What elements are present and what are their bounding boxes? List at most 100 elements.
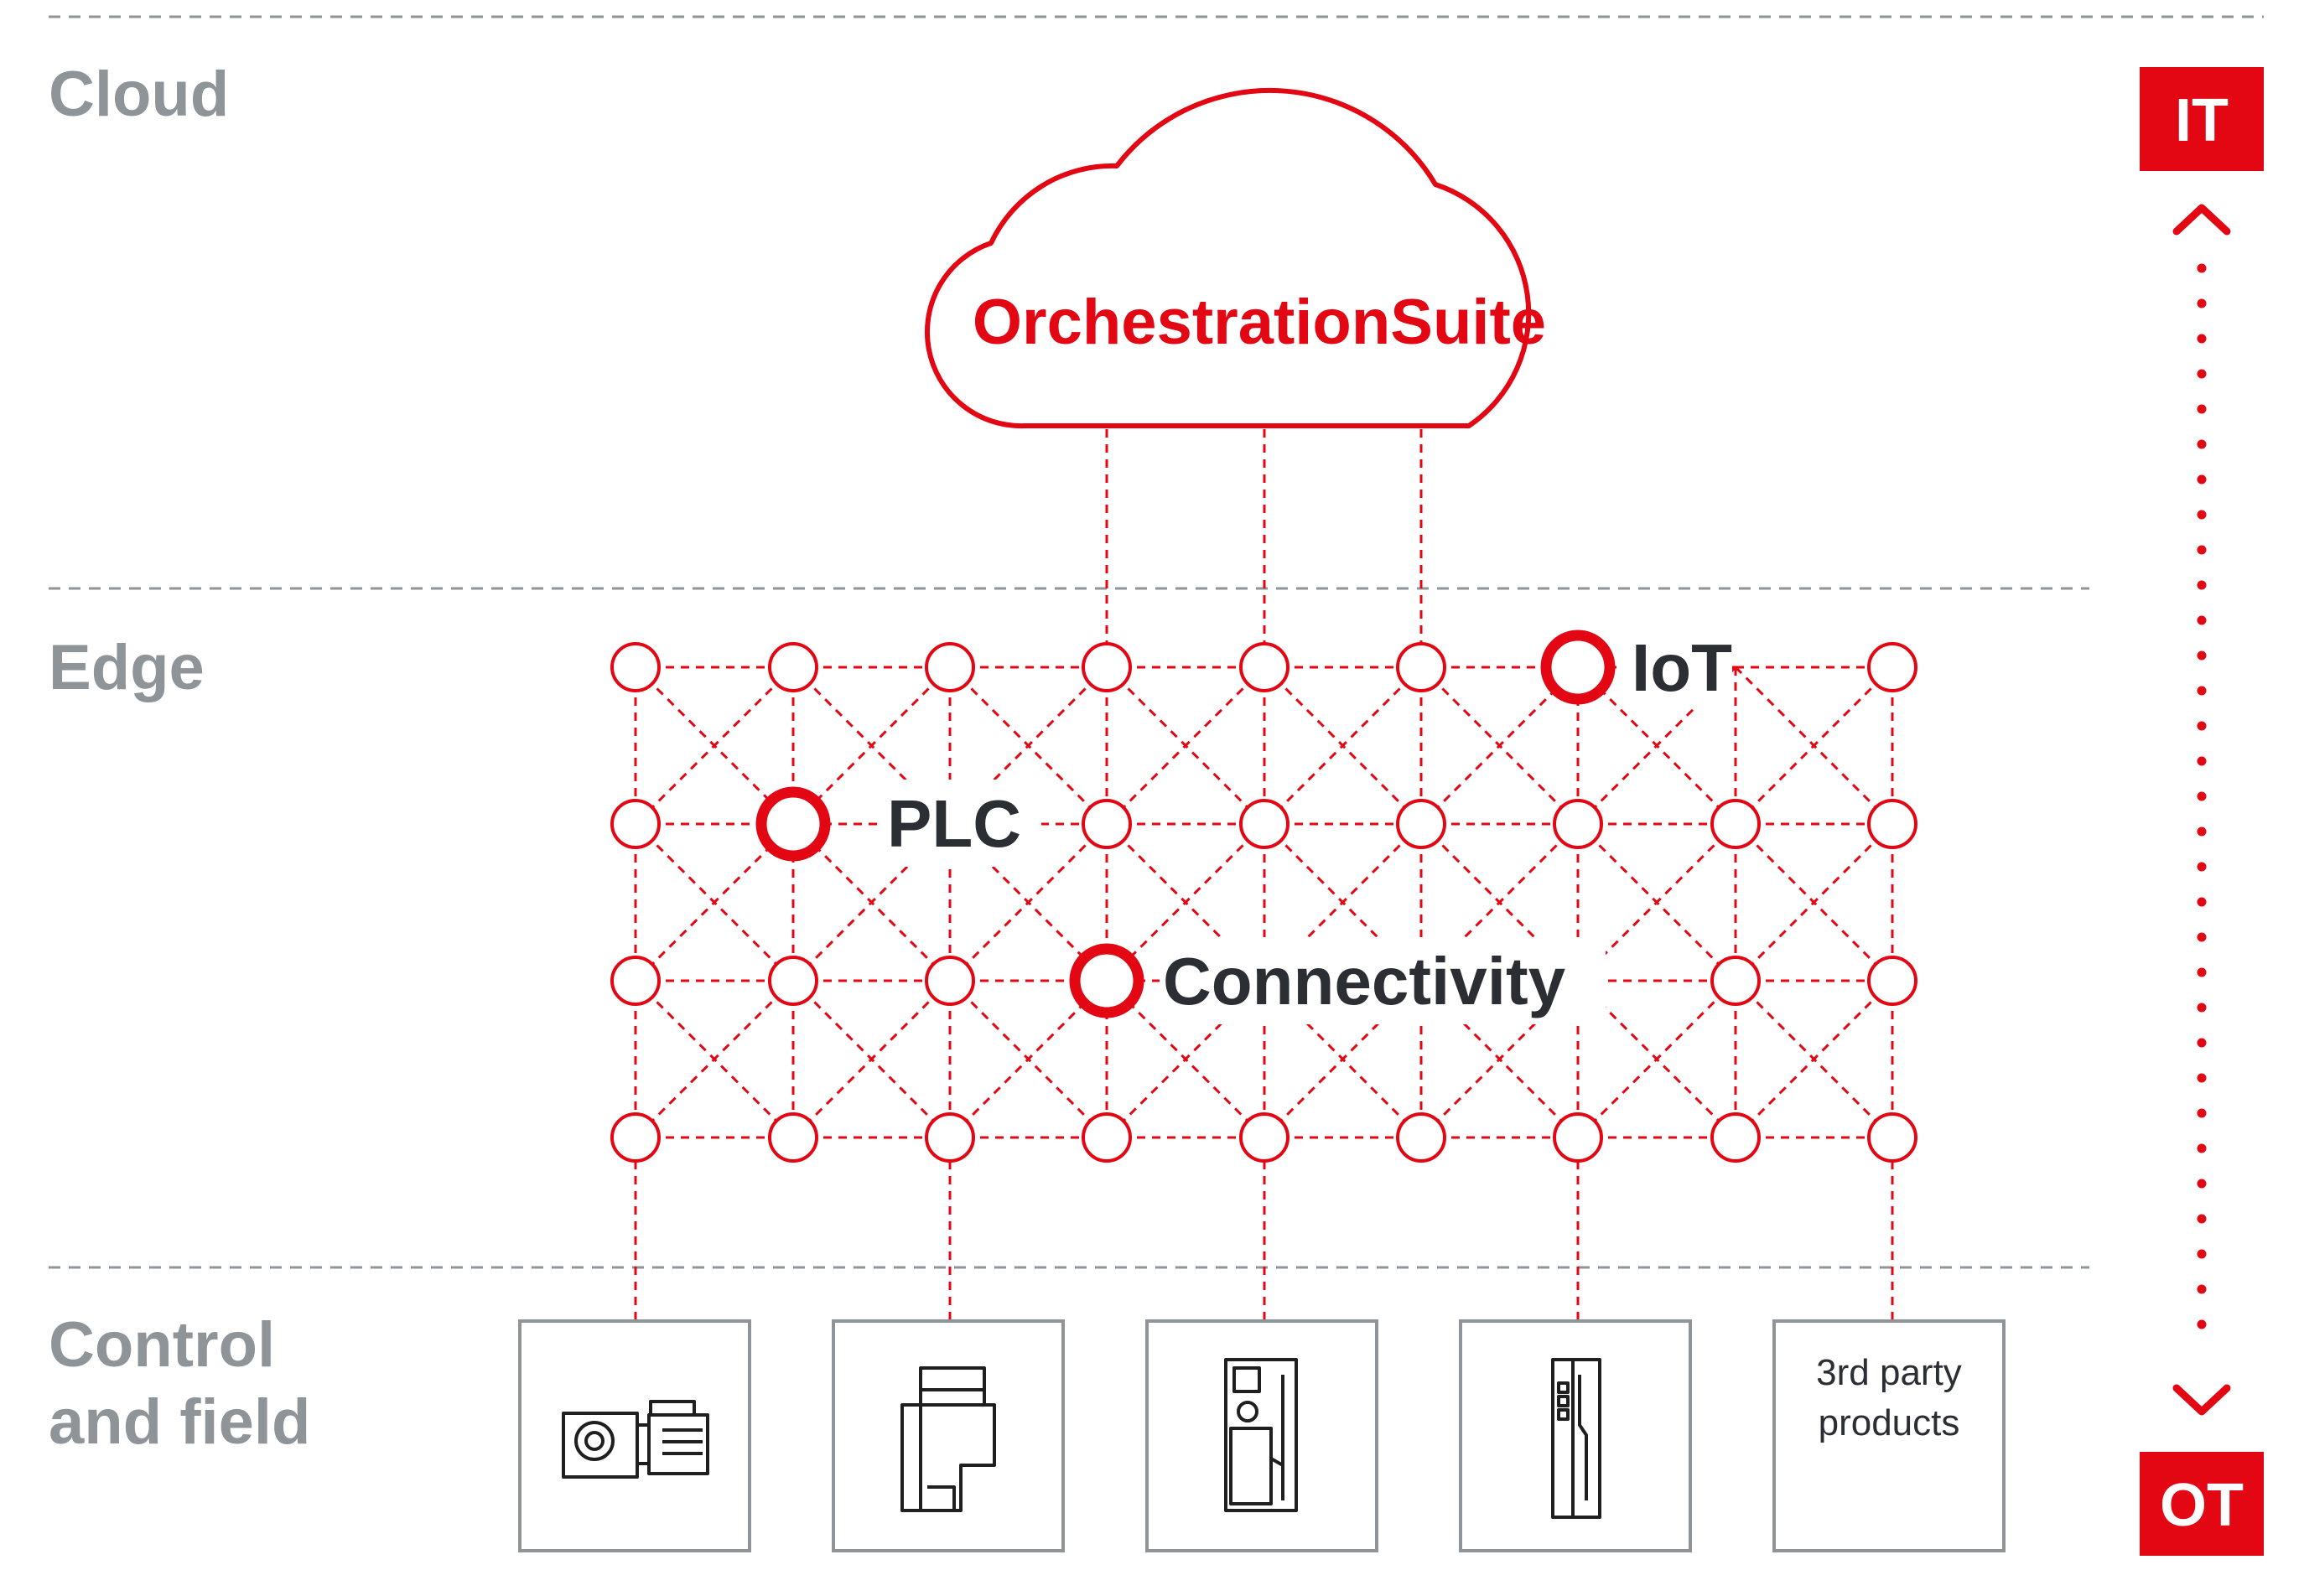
mesh-node: [1553, 799, 1603, 849]
axis-dot: [2197, 1143, 2207, 1153]
mesh-node: [768, 956, 818, 1006]
cloud-label: OrchestrationSuite: [973, 287, 1546, 358]
mesh-link-diagonal: [791, 979, 952, 1139]
mesh-link-diagonal: [1734, 666, 1894, 826]
it-badge: [2140, 67, 2264, 171]
iot-node: [1540, 630, 1616, 705]
mesh-node: [1396, 1112, 1446, 1163]
axis-dot: [2197, 756, 2207, 766]
layer-label-field: and field: [49, 1386, 310, 1458]
axis-dot: [2197, 510, 2207, 520]
axis-dot: [2197, 791, 2207, 801]
mesh-node: [610, 956, 661, 1006]
controller-module-icon: [1551, 1358, 1601, 1519]
mesh-link-diagonal: [1105, 666, 1266, 826]
product-box-third-party: 3rd party products: [1772, 1319, 2006, 1552]
mesh-node: [1396, 642, 1446, 692]
plc-label: PLC: [887, 786, 1021, 861]
axis-dot: [2197, 474, 2207, 484]
mesh-node: [1867, 956, 1917, 1006]
plc-node: [755, 786, 831, 862]
axis-dot: [2197, 1214, 2207, 1224]
mesh-node: [610, 799, 661, 849]
product-box-inverter: [1145, 1319, 1378, 1552]
connectivity-label: Connectivity: [1163, 944, 1566, 1018]
cloud-shape: OrchestrationSuite: [924, 87, 1546, 429]
axis-dotted-line: [2197, 263, 2207, 1329]
mesh-link-diagonal: [634, 666, 795, 826]
mesh-link-diagonal: [1734, 979, 1894, 1139]
connectivity-label-bg: [1160, 937, 1606, 1024]
mesh-node: [768, 1112, 818, 1163]
axis-dot: [2197, 1003, 2207, 1013]
axis-dot: [2197, 1319, 2207, 1329]
arrow-down-icon: [2172, 1384, 2231, 1416]
axis-dot: [2197, 826, 2207, 837]
axis-dot: [2197, 897, 2207, 907]
axis-dot: [2197, 650, 2207, 661]
mesh-node: [1710, 956, 1761, 1006]
axis-dot: [2197, 1179, 2207, 1189]
mesh-node: [1082, 799, 1132, 849]
it-badge-label: IT: [2175, 87, 2229, 154]
axis-dot: [2197, 721, 2207, 731]
mesh-link-diagonal: [1576, 979, 1737, 1139]
mesh-node: [1239, 1112, 1290, 1163]
axis-dot: [2197, 545, 2207, 555]
field-connection-lines: [634, 1161, 1894, 1321]
mesh-node: [1553, 1112, 1603, 1163]
axis-dot: [2197, 1108, 2207, 1118]
cloud-uplink-lines: [1105, 429, 1423, 644]
mesh-node: [1710, 1112, 1761, 1163]
axis-dot: [2197, 369, 2207, 379]
mesh-node: [1867, 1112, 1917, 1163]
inverter-drive-icon: [1224, 1358, 1298, 1512]
mesh-node: [1082, 642, 1132, 692]
mesh-node: [1239, 799, 1290, 849]
it-ot-axis: IT OT: [2140, 67, 2264, 1556]
mesh-link-diagonal: [634, 979, 795, 1139]
axis-dot: [2197, 862, 2207, 872]
mesh-node: [925, 956, 975, 1006]
connectivity-node: [1069, 943, 1144, 1018]
iot-label: IoT: [1632, 630, 1732, 705]
mesh-node: [1867, 799, 1917, 849]
axis-dot: [2197, 404, 2207, 414]
mesh-node: [925, 642, 975, 692]
field-products: 3rd party products: [518, 1319, 2006, 1552]
mesh-node: [768, 642, 818, 692]
layer-label-edge: Edge: [49, 632, 205, 703]
product-box-servo-motor: [832, 1319, 1065, 1552]
axis-dot: [2197, 686, 2207, 696]
gear-motor-icon: [562, 1400, 709, 1479]
mesh-node: [1867, 642, 1917, 692]
mesh-link-diagonal: [948, 822, 1108, 982]
axis-dot: [2197, 1038, 2207, 1048]
product-box-controller: [1459, 1319, 1692, 1552]
product-box-gear-motor: [518, 1319, 751, 1552]
mesh-link-diagonal: [1263, 666, 1423, 826]
arrow-up-icon: [2172, 204, 2231, 236]
edge-mesh-nodes: [610, 642, 1917, 1163]
axis-dot: [2197, 967, 2207, 977]
axis-dot: [2197, 1284, 2207, 1294]
highlight-nodes: [755, 630, 1616, 1018]
mesh-node: [925, 1112, 975, 1163]
mesh-node: [1239, 642, 1290, 692]
third-party-label-line2: products: [1819, 1402, 1960, 1443]
axis-dot: [2197, 298, 2207, 308]
mesh-node: [1082, 1112, 1132, 1163]
iot-label-bg: [1623, 625, 1732, 709]
ot-badge: [2140, 1452, 2264, 1556]
axis-dot: [2197, 580, 2207, 590]
mesh-node: [610, 642, 661, 692]
mesh-node: [1710, 799, 1761, 849]
servo-motor-icon: [900, 1366, 996, 1512]
axis-dot: [2197, 263, 2207, 273]
layer-label-control: Control: [49, 1309, 275, 1381]
mesh-node: [1396, 799, 1446, 849]
axis-dot: [2197, 1073, 2207, 1083]
axis-dot: [2197, 1249, 2207, 1259]
axis-dot: [2197, 932, 2207, 942]
